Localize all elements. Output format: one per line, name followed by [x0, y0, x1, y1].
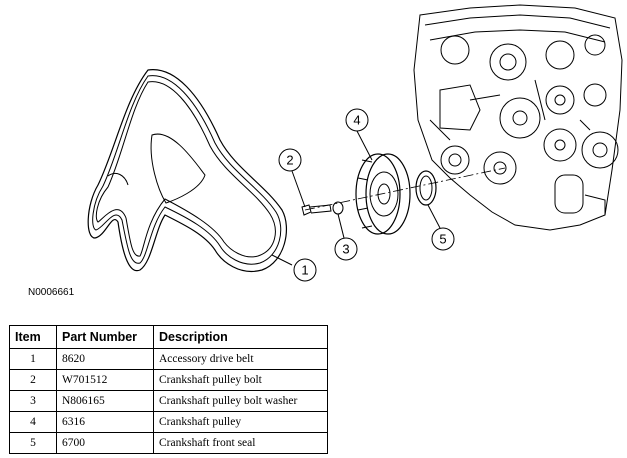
part-number-cell: 8620 — [56, 348, 154, 370]
callout-5: 5 — [431, 227, 455, 251]
callout-2-label: 2 — [286, 153, 293, 168]
leader-line-2 — [291, 170, 306, 208]
callout-3-label: 3 — [342, 242, 349, 257]
item-cell: 1 — [9, 348, 57, 370]
item-cell: 5 — [9, 432, 57, 454]
description-cell: Crankshaft front seal — [153, 432, 328, 454]
item-cell: 3 — [9, 390, 57, 412]
crankshaft-front-seal — [415, 170, 437, 206]
callout-4-label: 4 — [353, 113, 360, 128]
accessory-drive-belt — [87, 69, 287, 272]
figure-id: N0006661 — [28, 287, 75, 298]
header-item: Item — [9, 325, 57, 349]
description-cell: Crankshaft pulley — [153, 411, 328, 433]
item-cell: 2 — [9, 369, 57, 391]
header-description: Description — [153, 325, 328, 349]
description-cell: Crankshaft pulley bolt washer — [153, 390, 328, 412]
table-row: 3 N806165 Crankshaft pulley bolt washer — [9, 390, 328, 412]
callout-5-label: 5 — [439, 232, 446, 247]
part-number-cell: W701512 — [56, 369, 154, 391]
table-row: 4 6316 Crankshaft pulley — [9, 411, 328, 433]
engine-assembly — [413, 4, 623, 231]
leader-line-4 — [356, 130, 373, 161]
callout-1-label: 1 — [301, 263, 308, 278]
part-number-cell: 6700 — [56, 432, 154, 454]
crankshaft-pulley-bolt — [301, 204, 332, 216]
part-number-cell: 6316 — [56, 411, 154, 433]
leader-line-3 — [337, 213, 345, 239]
description-cell: Accessory drive belt — [153, 348, 328, 370]
header-part-number: Part Number — [56, 325, 154, 349]
pulley-bolt-washer — [332, 201, 344, 215]
callout-1: 1 — [293, 258, 317, 282]
callout-3: 3 — [334, 237, 358, 261]
leader-line-1 — [271, 254, 293, 266]
table-row: 2 W701512 Crankshaft pulley bolt — [9, 369, 328, 391]
leader-line-5 — [427, 204, 441, 229]
parts-table: Item Part Number Description 1 8620 Acce… — [9, 325, 328, 454]
table-row: 5 6700 Crankshaft front seal — [9, 432, 328, 454]
description-cell: Crankshaft pulley bolt — [153, 369, 328, 391]
callout-4: 4 — [345, 108, 369, 132]
parts-table-header: Item Part Number Description — [9, 325, 328, 349]
table-row: 1 8620 Accessory drive belt — [9, 348, 328, 370]
exploded-diagram: 1 2 3 4 5 — [87, 4, 623, 282]
item-cell: 4 — [9, 411, 57, 433]
assembly-centerline — [304, 167, 506, 211]
part-number-cell: N806165 — [56, 390, 154, 412]
crankshaft-pulley — [355, 153, 411, 235]
callout-2: 2 — [278, 148, 302, 172]
